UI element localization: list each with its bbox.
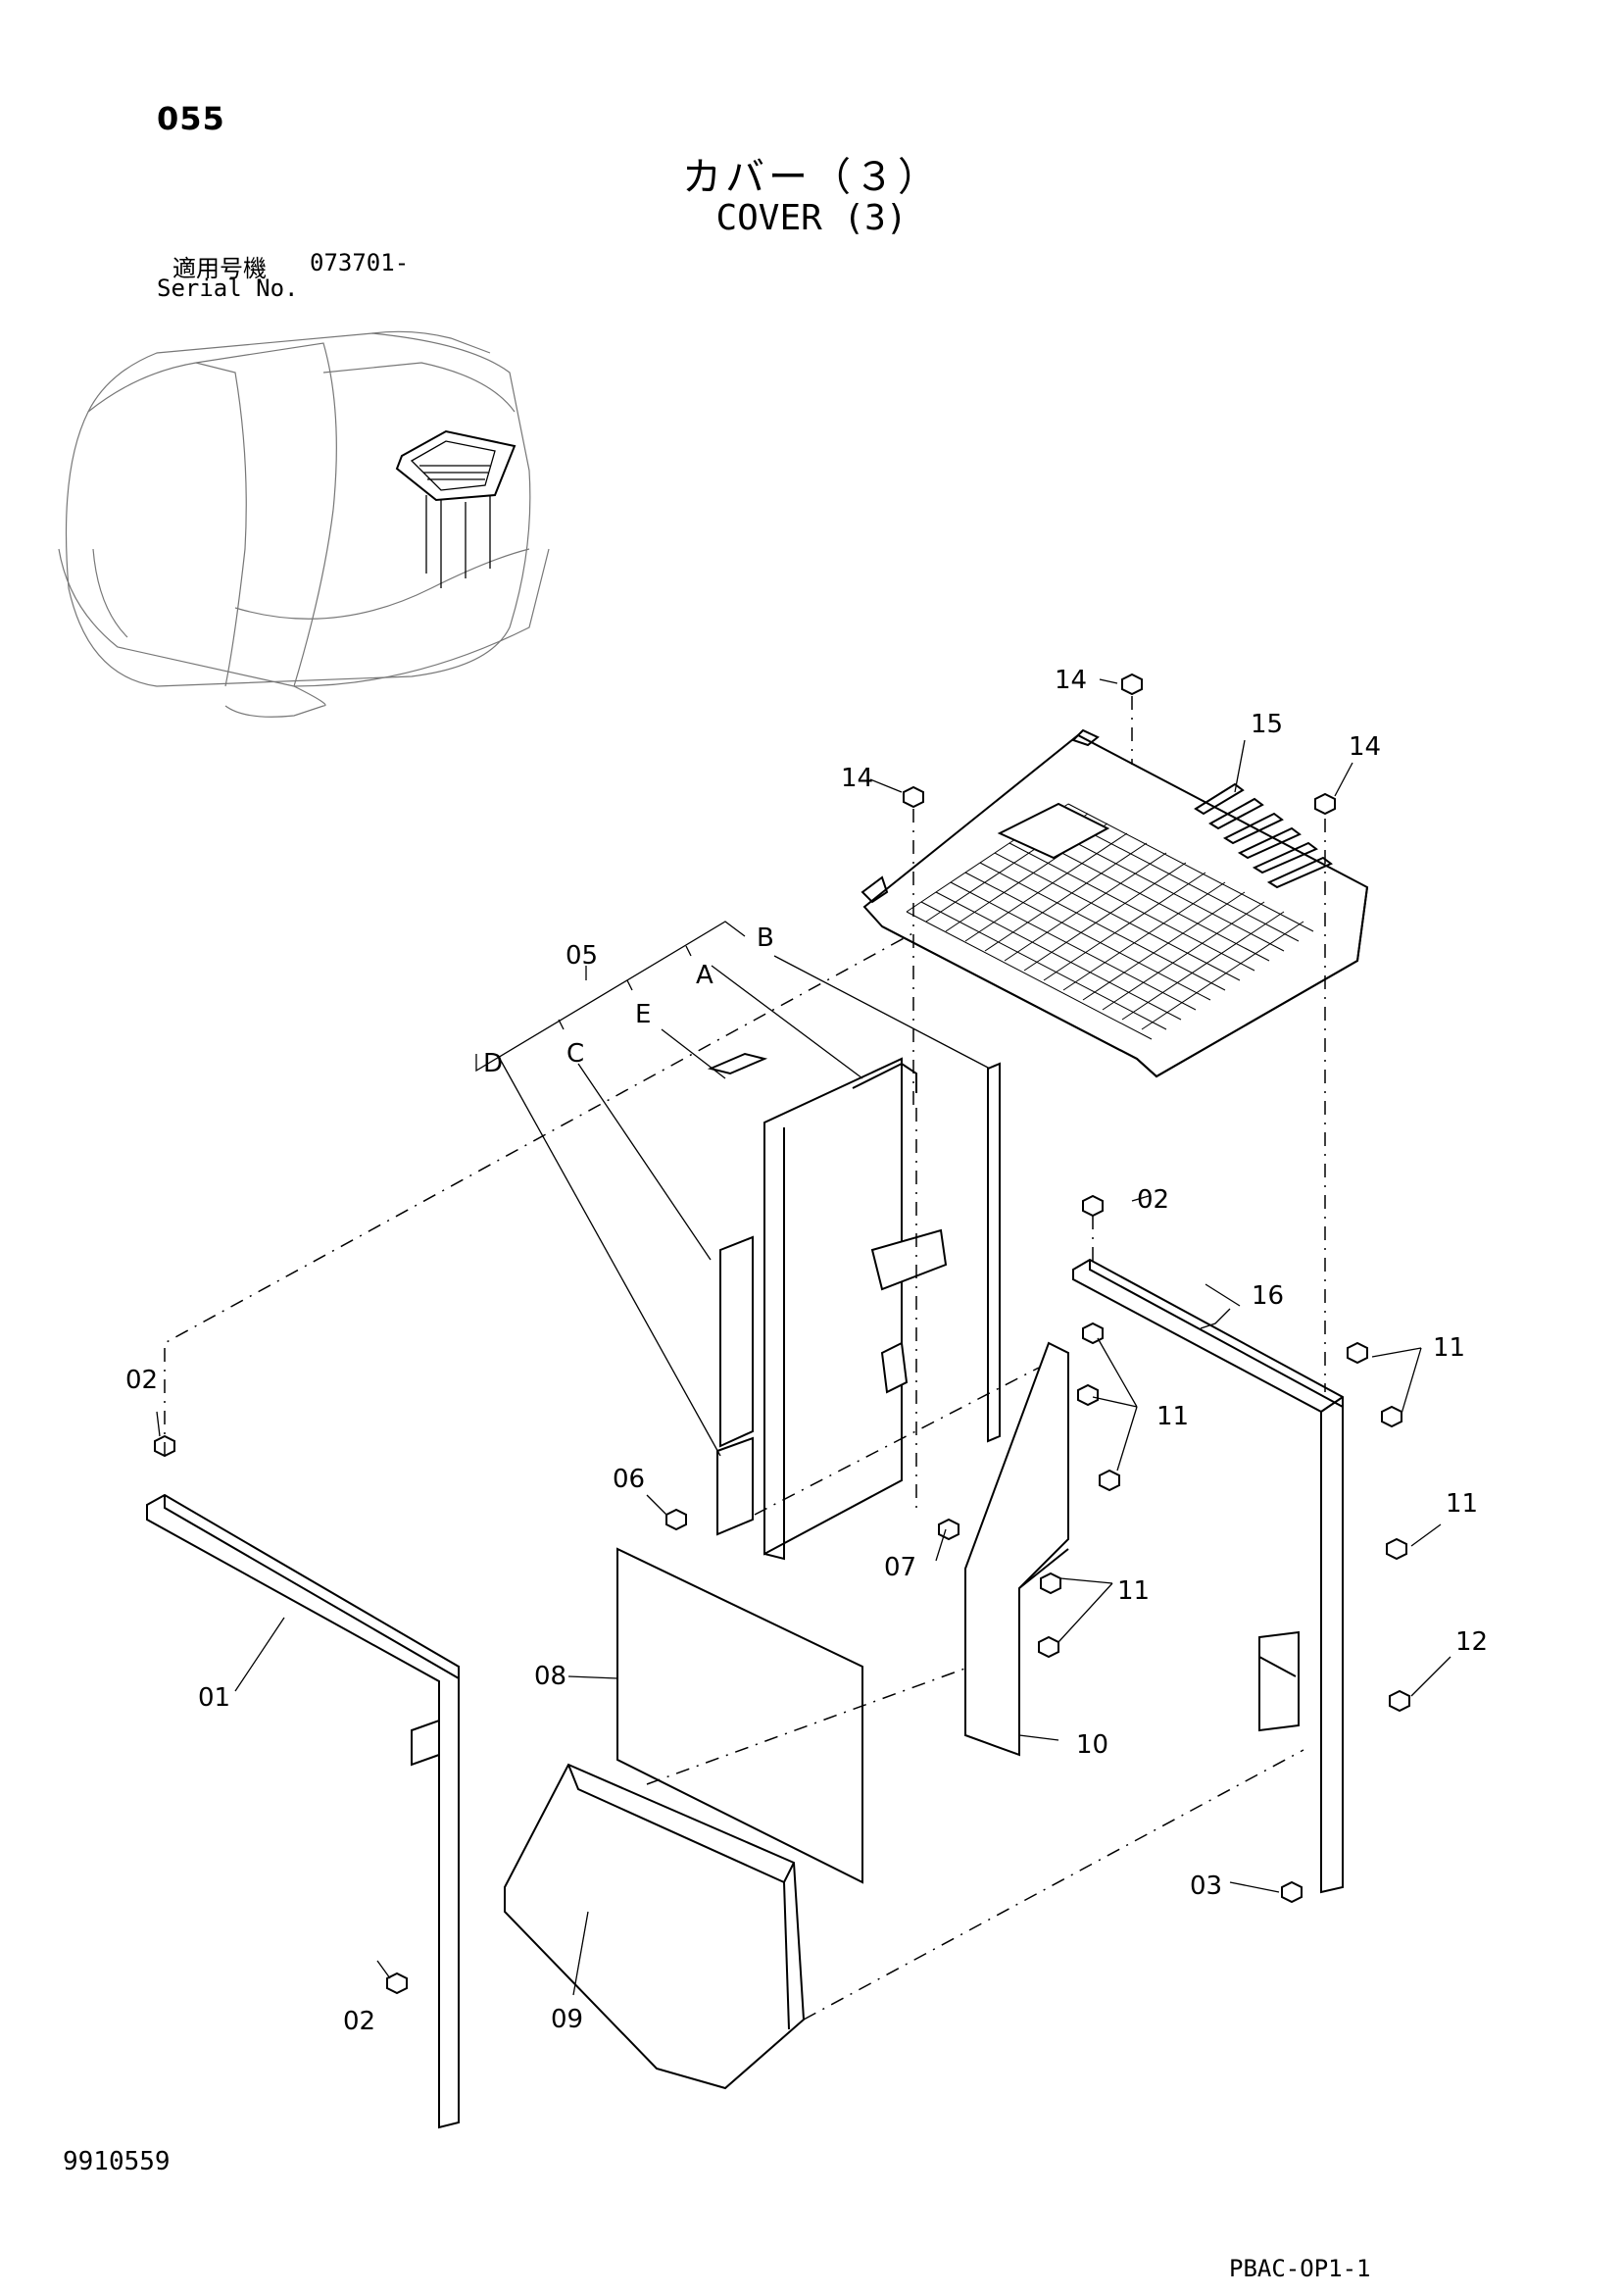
callout-05: 05: [566, 941, 598, 971]
leader-lines: [156, 678, 1451, 1996]
callout-14: 14: [1349, 732, 1381, 762]
document-number: 9910559: [63, 2147, 171, 2176]
part-10-bracket-plate: [964, 1341, 1069, 1757]
title-japanese: カバー（３）: [682, 155, 941, 200]
callout-E: E: [635, 1000, 651, 1029]
machine-overview-sketch: [58, 330, 550, 718]
serial-label-japanese: 適用号機: [172, 255, 267, 282]
callout-14: 14: [1055, 666, 1087, 695]
title-english: COVER (3): [715, 198, 908, 238]
callout-10: 10: [1076, 1730, 1108, 1760]
part-05-bracket-assembly: [707, 1052, 1001, 1561]
callout-14: 14: [841, 764, 873, 793]
callout-11: 11: [1446, 1489, 1478, 1519]
callout-11: 11: [1117, 1576, 1150, 1606]
alignment-lines: [164, 696, 1326, 2021]
callout-09: 09: [551, 2005, 583, 2034]
part-09-lower-cover: [504, 1763, 806, 2090]
callout-15: 15: [1251, 710, 1283, 739]
callout-12: 12: [1455, 1627, 1488, 1657]
callout-16: 16: [1252, 1281, 1284, 1311]
page-number: 055: [157, 100, 225, 137]
callout-C: C: [566, 1039, 584, 1069]
callout-11: 11: [1156, 1402, 1189, 1431]
part-16-right-frame: [1072, 1258, 1344, 1894]
callout-B: B: [757, 923, 774, 953]
callout-02: 02: [125, 1366, 158, 1395]
serial-label-english: Serial No.: [157, 275, 299, 302]
callout-06: 06: [613, 1465, 645, 1494]
callout-02: 02: [1137, 1185, 1169, 1215]
part-15-top-cover: [861, 728, 1369, 1078]
part-08-plate: [616, 1547, 863, 1884]
callout-03: 03: [1190, 1872, 1222, 1901]
callout-11: 11: [1433, 1333, 1465, 1363]
sheet-code: PBAC-OP1-1: [1229, 2255, 1371, 2282]
part-01-left-frame: [146, 1493, 460, 2129]
callout-02: 02: [343, 2007, 375, 2036]
callout-D: D: [483, 1049, 503, 1078]
callout-labels: 14 14 14 15 05 A B E C D 02 16 11 11 11 …: [125, 666, 1488, 2036]
callout-07: 07: [884, 1553, 916, 1582]
serial-number-value: 073701-: [310, 249, 410, 276]
callout-A: A: [696, 961, 713, 990]
callout-08: 08: [534, 1662, 566, 1691]
callout-01: 01: [198, 1683, 230, 1713]
